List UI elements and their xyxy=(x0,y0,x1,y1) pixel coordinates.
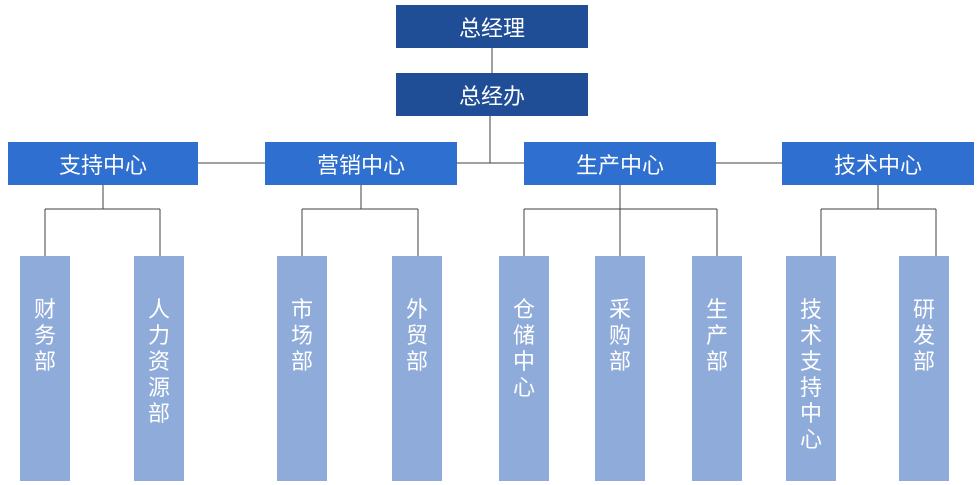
dept-production-box: 生产部 xyxy=(692,256,742,481)
center-support-label: 支持中心 xyxy=(58,153,147,179)
dept-warehouse-label: 仓储中心 xyxy=(513,298,536,401)
dept-finance-label: 财务部 xyxy=(34,298,57,375)
dept-tech-support-box: 技术支持中心 xyxy=(786,256,836,481)
center-production-box: 生产中心 xyxy=(524,142,716,185)
general-manager-box: 总经理 xyxy=(396,5,588,48)
dept-purchasing-box: 采购部 xyxy=(595,256,645,481)
gm-office-box: 总经办 xyxy=(396,73,588,116)
dept-purchasing-label: 采购部 xyxy=(609,298,632,375)
dept-hr-label: 人力资源部 xyxy=(148,298,171,427)
dept-warehouse-box: 仓储中心 xyxy=(499,256,549,481)
center-marketing-label: 营销中心 xyxy=(316,153,405,179)
dept-finance-box: 财务部 xyxy=(20,256,70,481)
center-production-label: 生产中心 xyxy=(575,153,664,179)
center-technology-box: 技术中心 xyxy=(782,142,974,185)
dept-tech-support-label: 技术支持中心 xyxy=(800,298,823,453)
dept-market-label: 市场部 xyxy=(291,298,314,375)
dept-rnd-label: 研发部 xyxy=(913,298,936,375)
dept-rnd-box: 研发部 xyxy=(899,256,949,481)
general-manager-label: 总经理 xyxy=(458,16,525,42)
dept-hr-box: 人力资源部 xyxy=(134,256,184,481)
center-technology-label: 技术中心 xyxy=(833,153,922,179)
dept-foreign-trade-label: 外贸部 xyxy=(406,298,429,375)
dept-production-label: 生产部 xyxy=(706,298,729,375)
dept-market-box: 市场部 xyxy=(277,256,327,481)
center-support-box: 支持中心 xyxy=(8,142,198,185)
center-marketing-box: 营销中心 xyxy=(265,142,457,185)
gm-office-label: 总经办 xyxy=(458,84,525,110)
dept-foreign-trade-box: 外贸部 xyxy=(392,256,442,481)
